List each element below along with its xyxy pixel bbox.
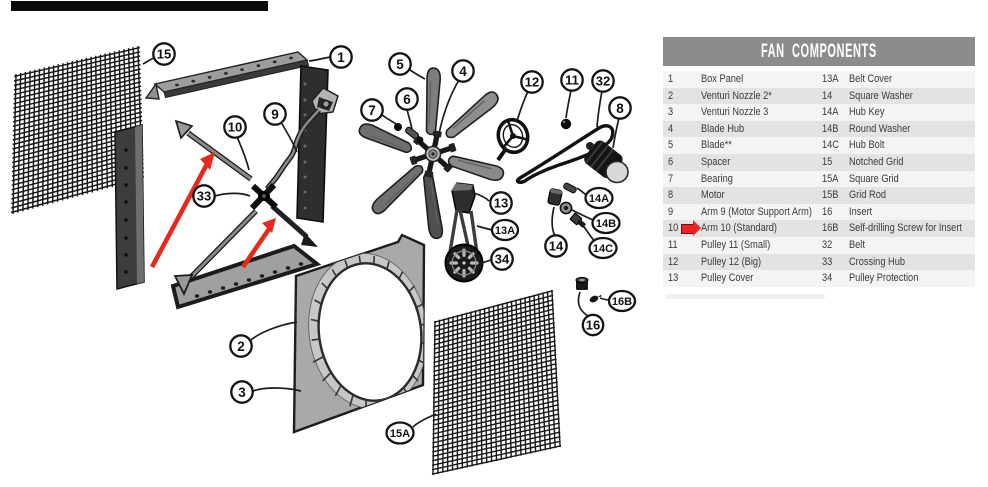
svg-text:7: 7 (368, 103, 376, 118)
svg-text:12: 12 (525, 75, 539, 90)
svg-text:14: 14 (549, 239, 564, 254)
svg-text:8: 8 (616, 101, 624, 116)
svg-text:1: 1 (337, 50, 345, 65)
svg-text:15: 15 (157, 47, 171, 62)
svg-text:14A: 14A (589, 193, 609, 205)
svg-text:9: 9 (271, 107, 279, 122)
svg-text:2: 2 (237, 339, 245, 354)
svg-text:13A: 13A (495, 225, 515, 237)
svg-text:11: 11 (565, 73, 579, 88)
svg-text:3: 3 (238, 385, 246, 400)
svg-text:33: 33 (197, 189, 211, 204)
svg-text:5: 5 (396, 57, 404, 72)
svg-text:16B: 16B (612, 296, 632, 308)
svg-text:13: 13 (494, 196, 508, 211)
svg-text:10: 10 (228, 120, 242, 135)
svg-text:16: 16 (586, 318, 600, 333)
svg-text:4: 4 (459, 64, 467, 79)
svg-text:14B: 14B (596, 218, 616, 230)
svg-text:34: 34 (495, 252, 510, 267)
svg-text:14C: 14C (593, 243, 613, 255)
svg-text:6: 6 (403, 92, 411, 107)
svg-text:32: 32 (596, 74, 610, 89)
svg-text:15A: 15A (390, 428, 410, 440)
